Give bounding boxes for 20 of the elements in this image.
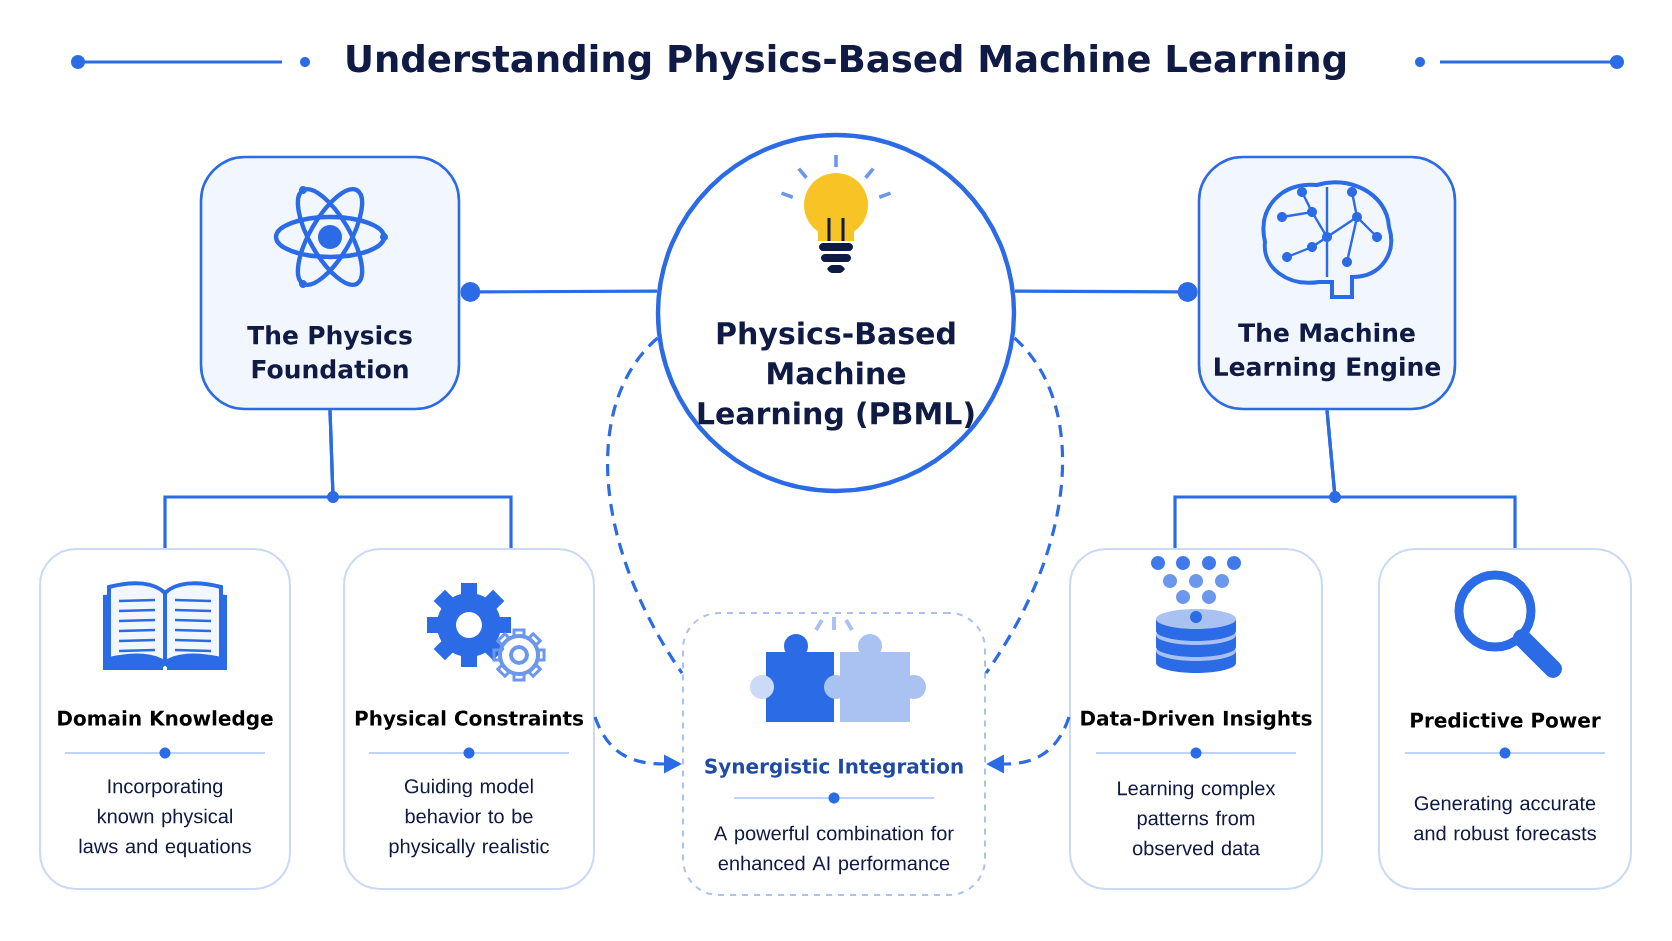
card-heading: Data-Driven Insights (1081, 710, 1312, 730)
card-heading: Synergistic Integration (705, 758, 963, 778)
card-description: A powerful combination for enhanced AI performance (714, 825, 954, 875)
card-description: Guiding model behavior to be physically realistic (389, 778, 549, 858)
connector (1014, 281, 1198, 302)
connector (1325, 410, 1517, 548)
card-description: Incorporating known physical laws and equations (79, 778, 251, 858)
card-heading: Physical Constraints (355, 710, 584, 730)
card-description: Generating accurate and robust forecasts (1414, 795, 1596, 841)
box-heading: The Machine Learning Engine (1215, 322, 1441, 382)
box-heading: The Physics Foundation (247, 325, 412, 379)
connector (606, 336, 684, 675)
card-heading: Domain Knowledge (58, 710, 273, 730)
title: Understanding Physics-Based Machine Learning (347, 43, 1345, 81)
card-description: Learning complex patterns from observed data (1118, 780, 1276, 856)
connector (984, 336, 1064, 675)
circle-heading: Physics-Based Machine Learning (PBML) (698, 321, 974, 431)
card-heading: Predictive Power (1411, 712, 1601, 728)
connector (328, 410, 513, 548)
connector (460, 281, 658, 302)
